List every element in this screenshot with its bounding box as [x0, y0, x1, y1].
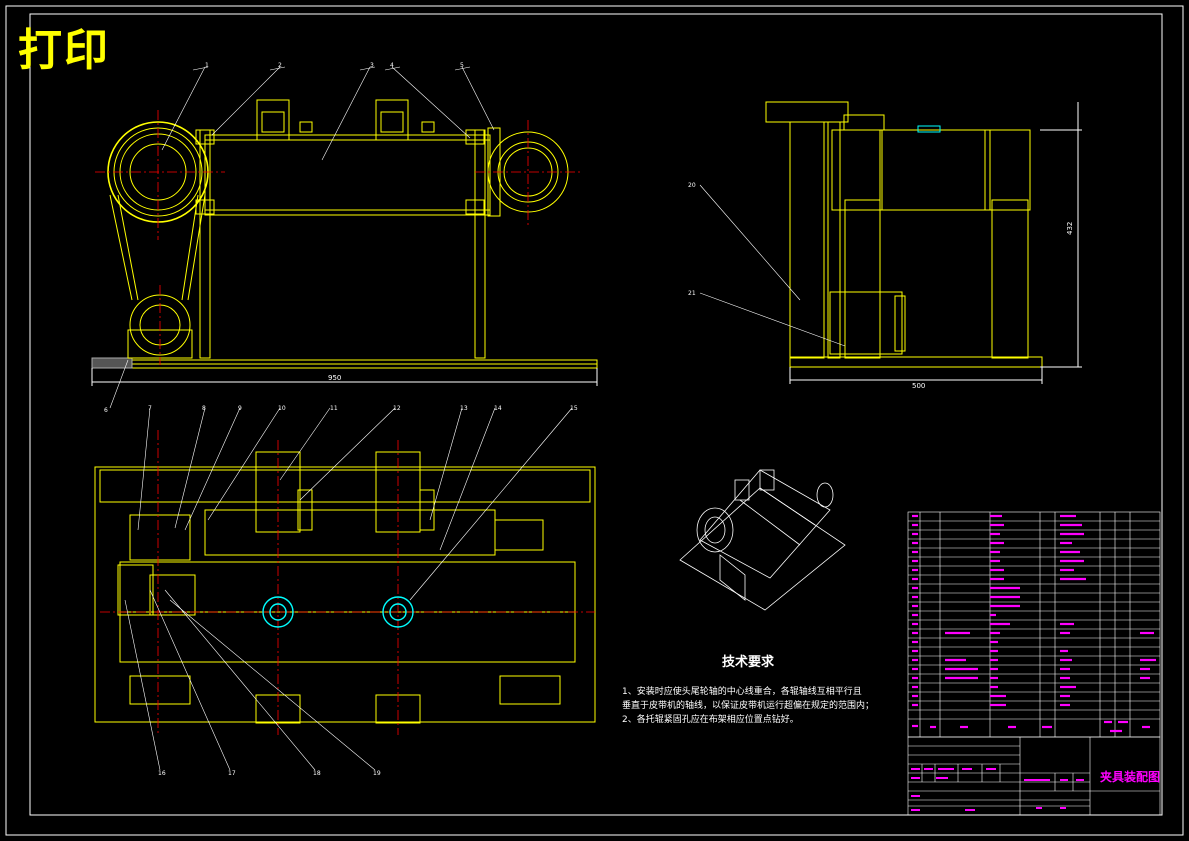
parts-list — [907, 511, 1161, 738]
balloon-12: 12 — [393, 405, 401, 412]
title-block-marks — [911, 768, 1084, 811]
dim-side-width: 500 — [912, 382, 925, 390]
balloon-13: 13 — [460, 405, 468, 412]
plan-balloons: 7 8 9 10 11 12 13 14 15 16 17 18 19 — [148, 405, 578, 777]
balloon-16: 16 — [158, 770, 166, 777]
balloon-21: 21 — [688, 290, 696, 297]
dim-side-height: 432 — [1066, 222, 1074, 235]
balloon-18: 18 — [313, 770, 321, 777]
print-stamp: 打印 — [18, 25, 110, 76]
front-leaders — [109, 66, 495, 409]
drawing-name: 夹具装配图 — [1100, 770, 1161, 784]
balloon-7: 7 — [148, 405, 152, 412]
tech-note-line-2: 垂直于皮带机的轴线，以保证皮带机运行超偏在规定的范围内； — [622, 701, 875, 711]
balloon-9: 9 — [238, 405, 242, 412]
tech-note-line-3: 2、各托辊紧固孔应在布架相应位置点钻好。 — [622, 715, 799, 725]
balloon-8: 8 — [202, 405, 206, 412]
balloon-5: 5 — [460, 62, 464, 69]
title-block — [907, 736, 1161, 816]
plan-centerlines — [100, 430, 595, 735]
outer-frame — [5, 5, 1184, 836]
side-text: 500 432 20 21 — [688, 182, 1074, 390]
plan-leaders — [124, 407, 573, 771]
side-leaders — [699, 184, 846, 347]
parts-list-marks — [912, 514, 1156, 733]
balloon-6: 6 — [104, 407, 108, 414]
balloon-2: 2 — [278, 62, 282, 69]
balloon-19: 19 — [373, 770, 381, 777]
front-balloons: 1 2 3 4 5 6 — [104, 62, 464, 414]
balloon-15: 15 — [570, 405, 578, 412]
balloon-10: 10 — [278, 405, 286, 412]
inner-frame — [29, 13, 1163, 816]
balloon-14: 14 — [494, 405, 502, 412]
balloon-20: 20 — [688, 182, 696, 189]
tech-requirements-title: 技术要求 — [722, 655, 775, 670]
plan-view — [94, 451, 596, 724]
balloon-11: 11 — [330, 405, 338, 412]
balloon-4: 4 — [390, 62, 394, 69]
isometric-view — [679, 469, 846, 611]
front-centerlines — [95, 110, 580, 365]
front-dimension-text: 950 — [328, 374, 341, 382]
plan-sections — [262, 596, 414, 628]
balloon-3: 3 — [370, 62, 374, 69]
balloon-1: 1 — [205, 62, 209, 69]
dim-front-length: 950 — [328, 374, 341, 382]
balloon-17: 17 — [228, 770, 236, 777]
tech-note-line-1: 1、安装时应使头尾轮轴的中心线重合，各辊轴线互相平行且 — [622, 687, 862, 697]
front-view — [91, 99, 598, 386]
side-view — [765, 101, 1082, 384]
